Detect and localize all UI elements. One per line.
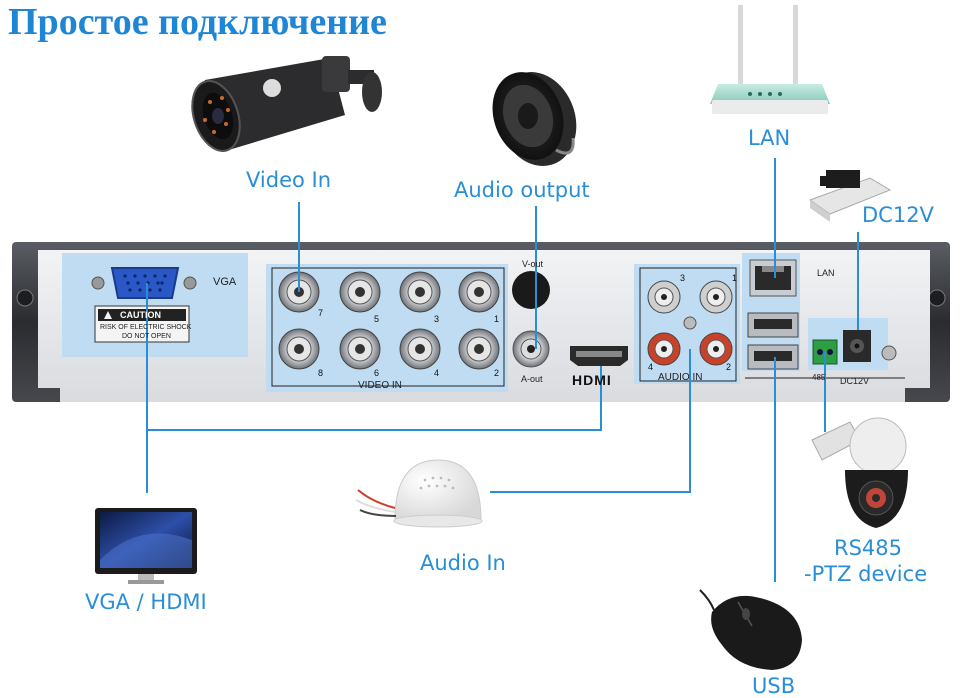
ptz-camera [811,417,908,528]
rs485-port-label: 485 [812,373,826,382]
audio-in-label: AUDIO IN [658,372,703,383]
hdmi-port[interactable] [570,346,628,366]
audio-number: 1 [732,273,738,283]
page-title: Простое подключение [8,1,387,43]
audio-in-jack[interactable] [699,332,733,366]
panel-screw [683,316,697,330]
a-out-label: A-out [521,374,543,384]
video-in-label: VIDEO IN [358,380,402,391]
rs485-label-line-1: RS485 [834,536,903,560]
bnc-number: 1 [494,314,500,324]
bnc-connector[interactable] [339,328,381,370]
connection-lines [146,158,859,582]
bnc-number: 6 [374,368,380,378]
vga-port[interactable] [91,267,197,299]
caution-label [94,305,190,343]
dc12v-device-label: DC12V [862,203,934,227]
audio-output-device-label: Audio output [454,178,590,202]
vga-hdmi-device-label: VGA / HDMI [85,590,207,614]
speaker [492,72,577,166]
lan-port[interactable] [749,259,797,297]
bnc-connector[interactable] [458,328,500,370]
audio-number: 2 [726,362,732,372]
mouse [699,589,802,670]
video-in-device-label: Video In [246,168,332,192]
audio-number: 3 [680,273,686,283]
dc12v-port-label: DC12V [840,376,870,386]
vga-port-label: VGA [213,276,237,288]
microphone-dome [355,459,483,528]
bnc-connector[interactable] [399,328,441,370]
power-strip [808,170,892,222]
monitor [95,508,197,584]
audio-in-ports [647,280,733,366]
bnc-number: 2 [494,368,500,378]
warning-line-1: RISK OF ELECTRIC SHOCK [100,324,192,331]
audio-number: 4 [648,362,654,372]
bnc-number: 5 [374,314,380,324]
audio-in-device-label: Audio In [420,551,506,575]
lan-port-label: LAN [817,268,835,278]
bnc-connector[interactable] [339,271,381,313]
usb-device-label: USB [752,674,796,698]
wifi-router [710,5,830,114]
v-out-label: V-out [522,259,544,269]
bnc-connector[interactable] [458,271,500,313]
a-out-port[interactable] [512,330,550,368]
audio-in-jack[interactable] [699,280,733,314]
lan-device-label: LAN [748,126,791,150]
hdmi-label: HDMI [572,372,612,388]
bnc-number: 8 [318,368,324,378]
audio-in-jack[interactable] [647,280,681,314]
bnc-connector[interactable] [399,271,441,313]
bnc-number: 4 [434,368,440,378]
ptz-device-label-line-2: -PTZ device [804,562,928,586]
bnc-number: 7 [318,308,324,318]
usb-ports[interactable] [747,312,799,370]
caution-text: CAUTION [120,310,161,320]
bnc-connector[interactable] [278,328,320,370]
warning-line-2: DO NOT OPEN [122,333,171,340]
bnc-number: 3 [434,314,440,324]
audio-in-jack[interactable] [647,332,681,366]
bullet-camera [191,56,382,152]
dc12v-socket[interactable] [843,330,897,362]
v-out-port[interactable] [512,271,550,309]
